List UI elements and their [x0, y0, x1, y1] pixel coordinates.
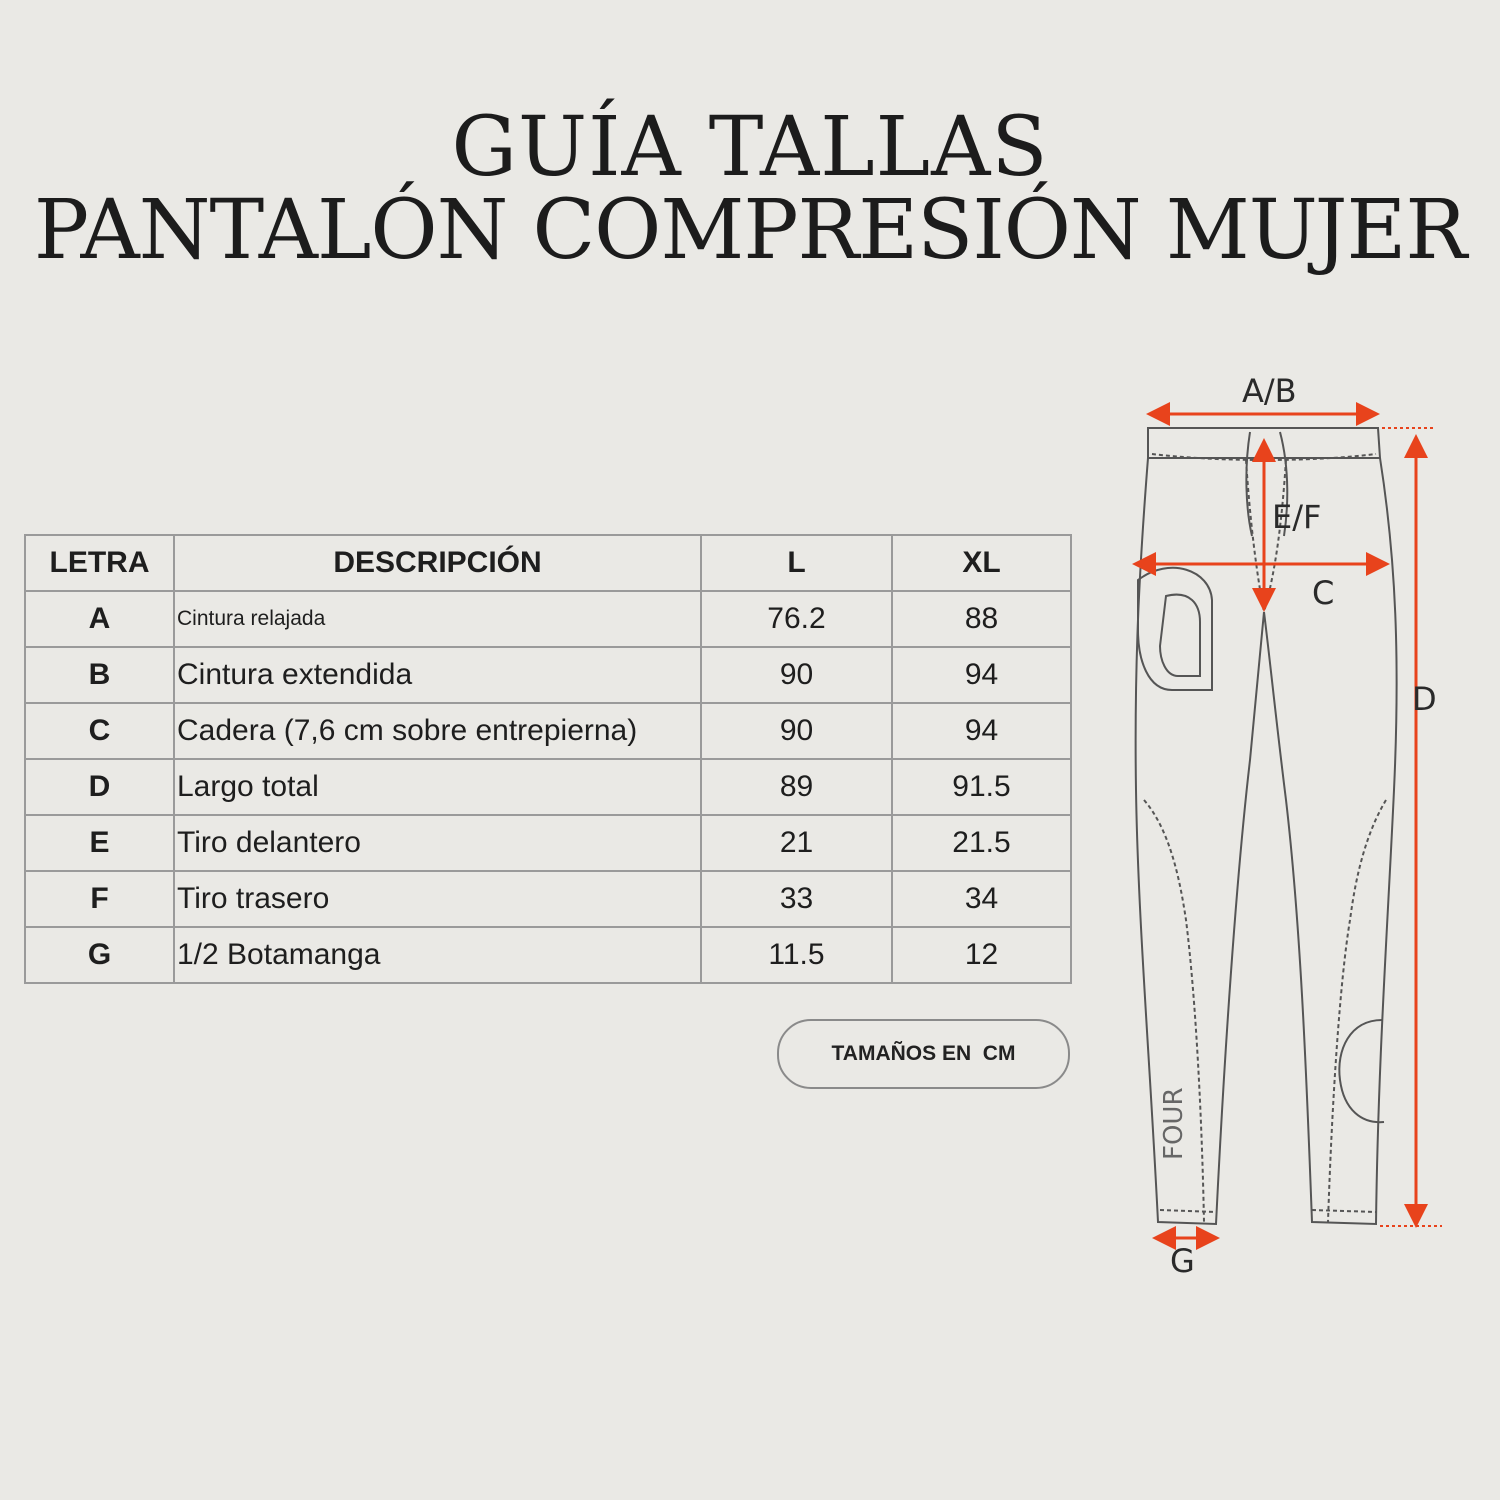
table-row: A Cintura relajada 76.2 88 [24, 590, 1072, 648]
table-header-row: LETRA DESCRIPCIÓN L XL [24, 534, 1072, 592]
row-description: Cadera (7,6 cm sobre entrepierna) [173, 702, 702, 760]
table-row: C Cadera (7,6 cm sobre entrepierna) 90 9… [24, 702, 1072, 760]
row-size-l: 33 [700, 870, 893, 928]
left-hem-seam [1159, 1209, 1217, 1213]
row-size-xl: 12 [891, 926, 1072, 984]
measurement-arrows [1132, 402, 1442, 1250]
row-description: Largo total [173, 758, 702, 816]
row-size-xl: 94 [891, 646, 1072, 704]
row-size-xl: 88 [891, 590, 1072, 648]
row-letter: F [24, 870, 175, 928]
row-size-xl: 91.5 [891, 758, 1072, 816]
units-badge: TAMAÑOS EN CM [777, 1019, 1070, 1089]
row-description: Cintura extendida [173, 646, 702, 704]
label-e-f: E/F [1272, 498, 1321, 536]
table-row: E Tiro delantero 21 21.5 [24, 814, 1072, 872]
row-letter: C [24, 702, 175, 760]
row-size-l: 90 [700, 702, 893, 760]
row-description: Tiro delantero [173, 814, 702, 872]
row-size-l: 89 [700, 758, 893, 816]
table-row: F Tiro trasero 33 34 [24, 870, 1072, 928]
row-letter: A [24, 590, 175, 648]
column-header-size-l: L [700, 534, 893, 592]
right-knee-panel [1327, 799, 1387, 1223]
size-table: LETRA DESCRIPCIÓN L XL A Cintura relajad… [24, 534, 1072, 984]
brand-text: FOUR [1159, 1087, 1189, 1160]
column-header-letter: LETRA [24, 534, 175, 592]
row-letter: B [24, 646, 175, 704]
label-d: D [1412, 680, 1437, 718]
hip-logo-shape [1137, 566, 1213, 691]
row-size-l: 21 [700, 814, 893, 872]
row-letter: E [24, 814, 175, 872]
column-header-description: DESCRIPCIÓN [173, 534, 702, 592]
table-row: D Largo total 89 91.5 [24, 758, 1072, 816]
row-description: Cintura relajada [173, 590, 702, 648]
row-size-xl: 21.5 [891, 814, 1072, 872]
right-hem-seam [1311, 1209, 1377, 1213]
column-header-size-xl: XL [891, 534, 1072, 592]
pants-body [1134, 457, 1398, 1226]
page-title-line-2: PANTALÓN COMPRESIÓN MUJER [33, 183, 1467, 278]
table-row: B Cintura extendida 90 94 [24, 646, 1072, 704]
row-size-xl: 34 [891, 870, 1072, 928]
row-size-l: 76.2 [700, 590, 893, 648]
row-size-l: 90 [700, 646, 893, 704]
row-description: 1/2 Botamanga [173, 926, 702, 984]
calf-logo-shape [1338, 1019, 1385, 1124]
row-letter: D [24, 758, 175, 816]
left-knee-panel [1143, 799, 1205, 1223]
label-g: G [1170, 1242, 1195, 1280]
row-size-xl: 94 [891, 702, 1072, 760]
page-title-line-1: GUÍA TALLAS [451, 100, 1049, 195]
pants-measurement-diagram: FOUR A/B E/F C D G [1132, 372, 1442, 1280]
row-description: Tiro trasero [173, 870, 702, 928]
drawstring [1245, 431, 1289, 537]
row-size-l: 11.5 [700, 926, 893, 984]
label-a-b: A/B [1242, 372, 1297, 410]
table-row: G 1/2 Botamanga 11.5 12 [24, 926, 1072, 984]
label-c: C [1312, 574, 1334, 612]
row-letter: G [24, 926, 175, 984]
